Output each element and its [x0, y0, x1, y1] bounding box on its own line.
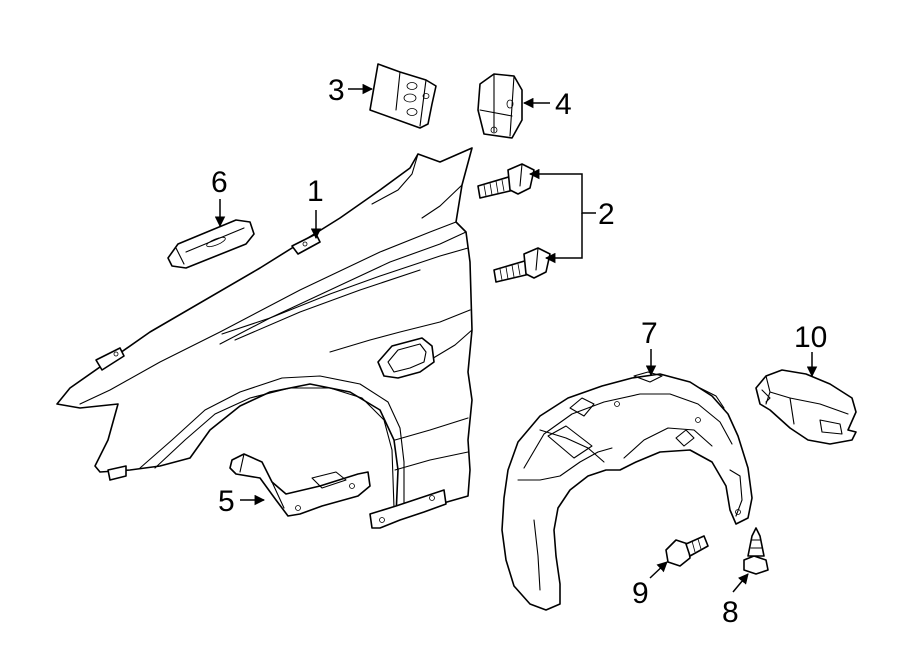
leader-9	[649, 561, 668, 579]
trim-molding-part	[167, 219, 255, 269]
screw-part	[665, 535, 709, 567]
callout-3: 3	[328, 74, 345, 107]
fender-liner-part	[501, 371, 753, 611]
bolt-lower	[493, 247, 551, 283]
push-clip-part	[743, 527, 769, 575]
fender-part	[56, 147, 473, 529]
callout-9: 9	[632, 577, 649, 610]
callout-2: 2	[598, 198, 615, 231]
callout-4: 4	[555, 88, 572, 121]
splash-shield-part	[755, 369, 857, 445]
leader-2b	[544, 213, 583, 264]
leader-8	[732, 573, 749, 593]
support-bracket-part	[229, 453, 371, 517]
leader-2	[528, 168, 596, 214]
callout-5: 5	[218, 485, 235, 518]
callout-1: 1	[307, 175, 324, 208]
insulator-block-part	[477, 73, 523, 139]
upper-bracket-part	[369, 63, 437, 129]
callout-7: 7	[641, 317, 658, 350]
callout-6: 6	[211, 166, 228, 199]
callout-8: 8	[722, 596, 739, 629]
callout-10: 10	[794, 321, 827, 354]
bolt-upper	[477, 163, 535, 199]
